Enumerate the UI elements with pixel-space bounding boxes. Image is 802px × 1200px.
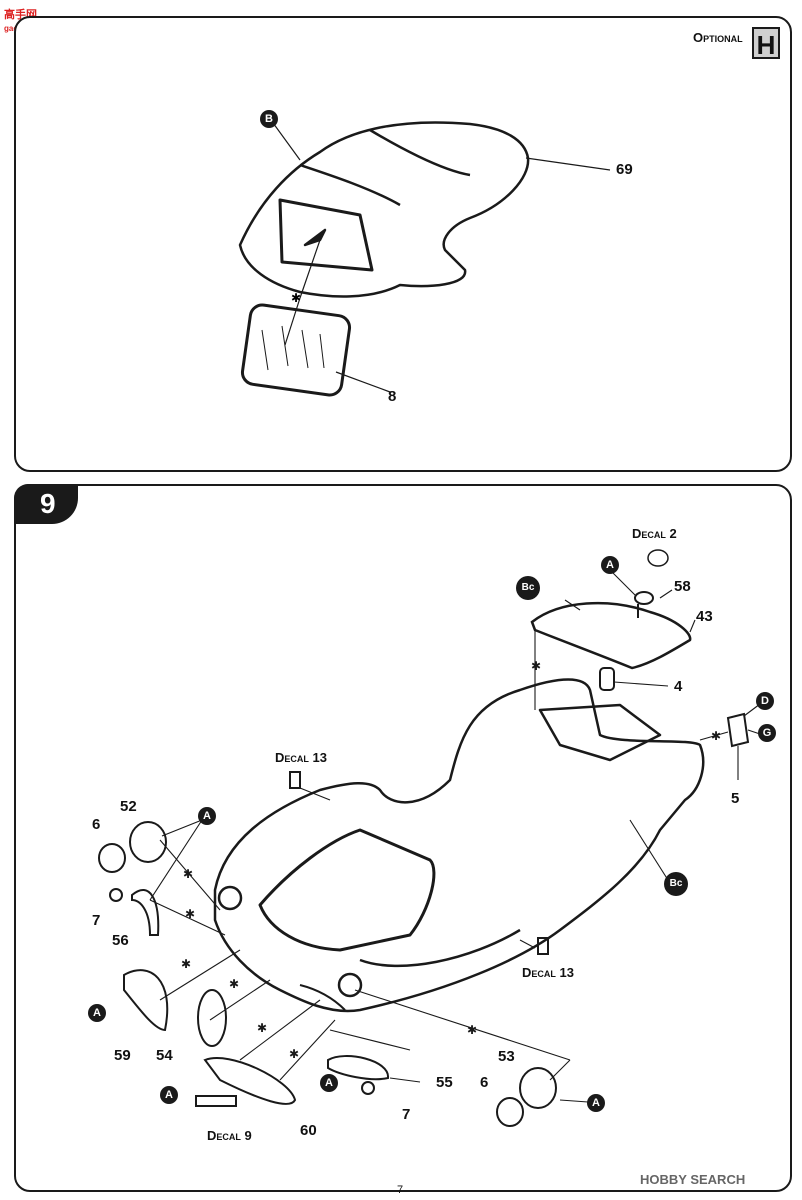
svg-text:✱: ✱ bbox=[229, 977, 239, 991]
soft-top-part-69 bbox=[238, 121, 530, 298]
rear-piece-part-5 bbox=[726, 712, 750, 748]
svg-text:✱: ✱ bbox=[257, 1021, 267, 1035]
panel-step-9 bbox=[14, 484, 792, 1192]
pin-part-7a bbox=[109, 888, 123, 902]
part-label-43: 43 bbox=[696, 608, 713, 625]
svg-text:✱: ✱ bbox=[711, 729, 721, 743]
part-label-7a: 7 bbox=[92, 912, 101, 929]
part-label-69: 69 bbox=[616, 161, 633, 178]
part-label-56: 56 bbox=[112, 932, 129, 949]
decal-13-bottom-label: Decal 13 bbox=[522, 965, 574, 980]
part-label-55: 55 bbox=[436, 1074, 453, 1091]
hinge-part-4 bbox=[599, 667, 615, 691]
step-number-9: 9 bbox=[14, 484, 78, 524]
callout-a-5: A bbox=[320, 1074, 338, 1092]
svg-text:✱: ✱ bbox=[185, 907, 195, 921]
callout-bc-2: Bc bbox=[664, 872, 688, 896]
pin-part-7b bbox=[361, 1081, 375, 1095]
svg-text:✱: ✱ bbox=[181, 957, 191, 971]
bonnet-part-43 bbox=[530, 601, 692, 670]
part-label-6a: 6 bbox=[92, 816, 101, 833]
callout-a-6: A bbox=[587, 1094, 605, 1112]
decal-9-label: Decal 9 bbox=[207, 1128, 252, 1143]
hood-ornament-58 bbox=[634, 591, 654, 618]
callout-a-3: A bbox=[88, 1004, 106, 1022]
bumper-part-60 bbox=[203, 1057, 297, 1105]
optional-label: Optional bbox=[693, 30, 743, 45]
callout-a-4: A bbox=[160, 1086, 178, 1104]
leader-lines bbox=[149, 569, 761, 1103]
light-part-55 bbox=[327, 1055, 390, 1081]
bracket-part-56 bbox=[131, 888, 160, 936]
decal-13-b bbox=[537, 937, 549, 955]
window-part-8 bbox=[240, 303, 352, 397]
grille-part-54 bbox=[197, 989, 227, 1047]
svg-text:✱: ✱ bbox=[289, 1047, 299, 1061]
svg-text:✱: ✱ bbox=[291, 291, 301, 305]
bumper-part-59 bbox=[123, 969, 169, 1032]
decal-9-plate bbox=[195, 1095, 237, 1107]
leader-69 bbox=[525, 157, 611, 171]
part-label-7b: 7 bbox=[402, 1106, 411, 1123]
callout-g: G bbox=[758, 724, 776, 742]
part-label-54: 54 bbox=[156, 1047, 173, 1064]
part-label-5: 5 bbox=[731, 790, 740, 807]
front-parts bbox=[98, 771, 557, 1127]
page-number: 7 bbox=[397, 1184, 404, 1196]
callout-b: B bbox=[260, 110, 278, 128]
panel-step-8 bbox=[14, 16, 792, 472]
hobby-search-logo: HOBBY SEARCH bbox=[640, 1172, 746, 1187]
part-label-58: 58 bbox=[674, 578, 691, 595]
part-label-8: 8 bbox=[388, 388, 397, 405]
part-label-59: 59 bbox=[114, 1047, 131, 1064]
callout-a-2: A bbox=[198, 807, 216, 825]
callout-a-1: A bbox=[601, 556, 619, 574]
light-housing-part-52 bbox=[129, 821, 167, 863]
decal-13-a bbox=[289, 771, 301, 789]
svg-text:✱: ✱ bbox=[467, 1023, 477, 1037]
car-body-part-bc bbox=[213, 678, 705, 1013]
part-label-6b: 6 bbox=[480, 1074, 489, 1091]
decal-2-emblem bbox=[647, 549, 669, 567]
part-label-52: 52 bbox=[120, 798, 137, 815]
light-housing-part-53 bbox=[519, 1067, 557, 1109]
part-label-60: 60 bbox=[300, 1122, 317, 1139]
svg-text:✱: ✱ bbox=[183, 867, 193, 881]
part-label-53: 53 bbox=[498, 1048, 515, 1065]
lens-part-6a bbox=[98, 843, 126, 873]
callout-bc-1: Bc bbox=[516, 576, 540, 600]
leader-8 bbox=[335, 371, 391, 393]
optional-letter-box: H bbox=[752, 27, 780, 60]
part-label-4: 4 bbox=[674, 678, 683, 695]
lens-part-6b bbox=[496, 1097, 524, 1127]
decal-13-top-label: Decal 13 bbox=[275, 750, 327, 765]
decal-2-label: Decal 2 bbox=[632, 526, 677, 541]
callout-d: D bbox=[756, 692, 774, 710]
svg-text:✱: ✱ bbox=[531, 659, 541, 673]
